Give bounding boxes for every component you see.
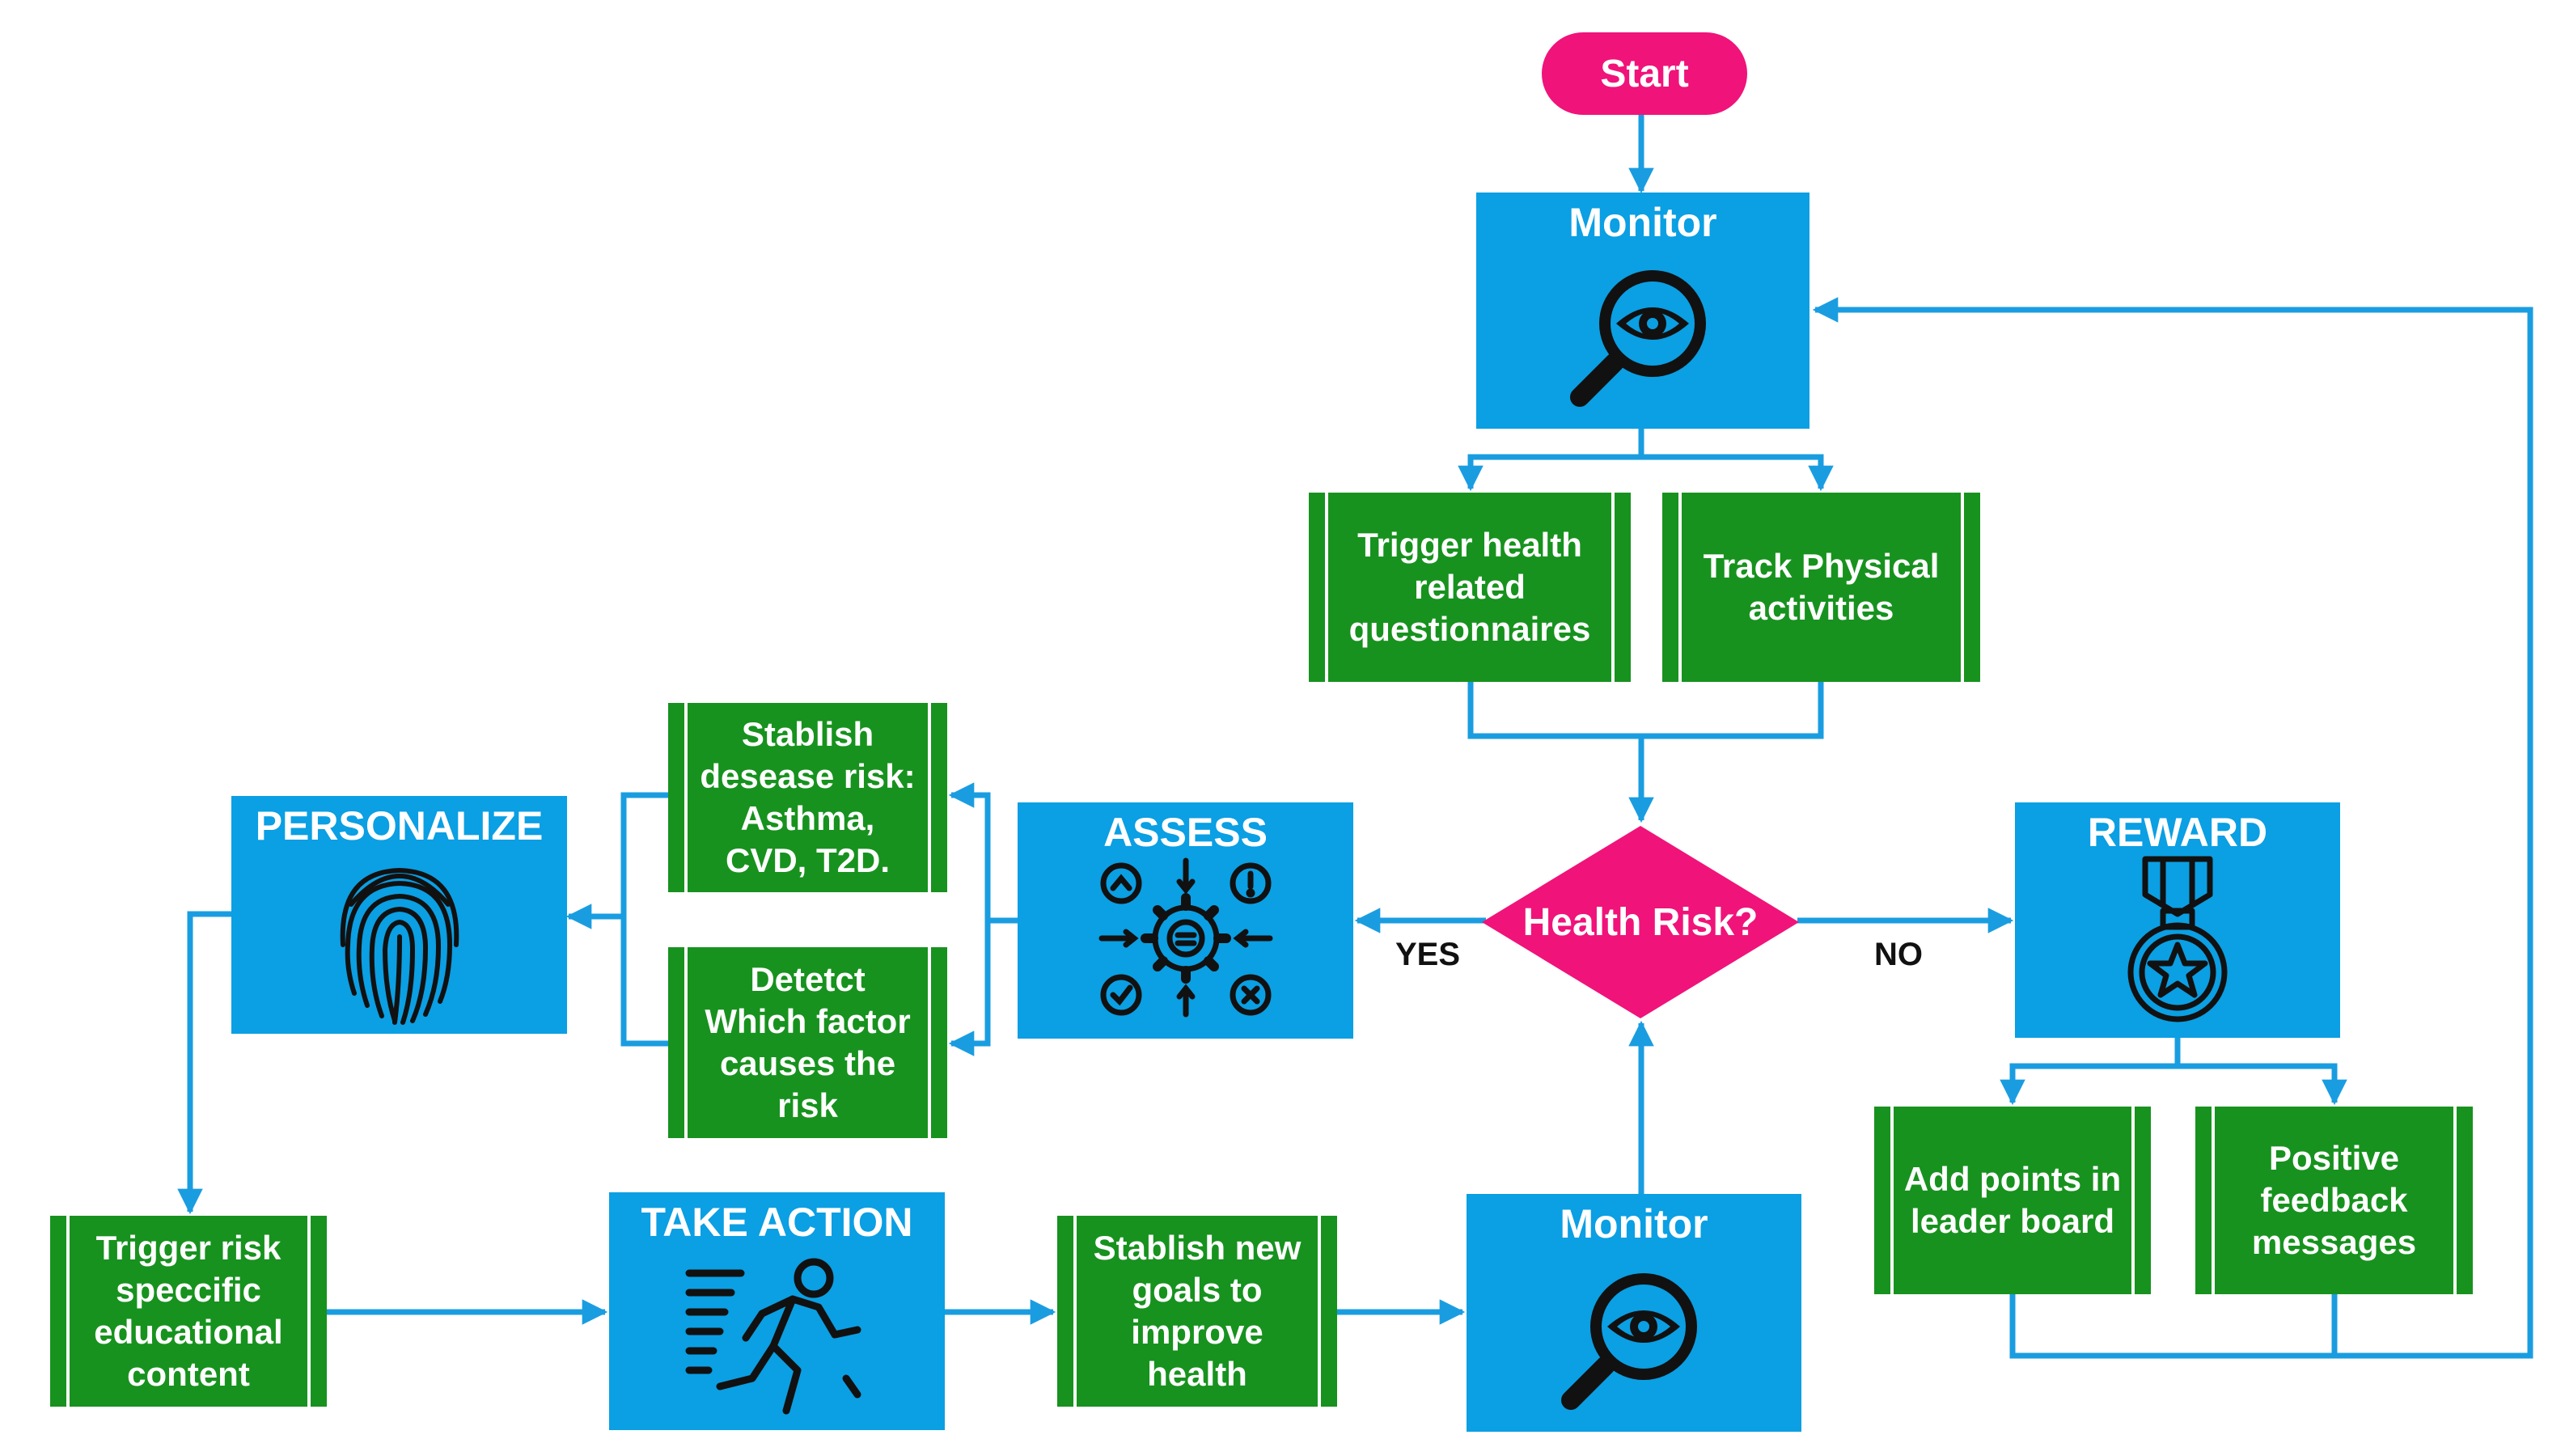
trigger-questionnaires-box: Trigger health related questionnaires xyxy=(1309,493,1631,682)
establish-risk-box: Stablish desease risk: Asthma, CVD, T2D. xyxy=(668,703,947,892)
detect-factor-box: Detetct Which factor causes the risk xyxy=(668,947,947,1138)
assess-box: ASSESS xyxy=(1018,802,1353,1039)
edge-reward-points xyxy=(2000,1038,2181,1106)
edge-tasks-merge xyxy=(1467,682,1824,739)
monitor-bottom-title: Monitor xyxy=(1560,1201,1708,1246)
monitor-bottom-box: Monitor xyxy=(1467,1194,1801,1432)
health-risk-label: Health Risk? xyxy=(1522,900,1759,944)
take-action-title: TAKE ACTION xyxy=(641,1200,913,1245)
magnifier-eye-icon xyxy=(1561,1273,1697,1410)
add-points-box: Add points in leader board xyxy=(1874,1107,2151,1294)
take-action-box: TAKE ACTION xyxy=(609,1192,945,1430)
gear-analysis-icon xyxy=(1098,857,1272,1018)
positive-feedback-box: Positive feedback messages xyxy=(2195,1107,2473,1294)
new-goals-label: Stablish new goals to improve health xyxy=(1093,1229,1302,1393)
track-activities-label: Track Physical activities xyxy=(1703,547,1940,627)
edge-assess-factor xyxy=(948,921,991,1056)
add-points-label: Add points in leader board xyxy=(1903,1160,2122,1240)
magnifier-eye-icon xyxy=(1570,270,1706,407)
edge-monitor-questionnaires xyxy=(1458,429,1644,492)
monitor-top-title: Monitor xyxy=(1568,200,1717,245)
start-terminal: Start xyxy=(1542,32,1747,115)
reward-title: REWARD xyxy=(2087,810,2268,855)
yes-label: YES xyxy=(1395,937,1461,972)
medal-icon xyxy=(2127,856,2228,1022)
reward-box: REWARD xyxy=(2015,802,2340,1038)
new-goals-box: Stablish new goals to improve health xyxy=(1057,1216,1337,1407)
edge-loop-back xyxy=(1815,310,2533,1359)
monitor-top-box: Monitor xyxy=(1476,193,1809,429)
detect-factor-label: Detetct Which factor causes the risk xyxy=(705,960,911,1124)
start-label: Start xyxy=(1600,52,1689,95)
trigger-education-box: Trigger risk speccific educational conte… xyxy=(50,1216,327,1407)
trigger-education-label: Trigger risk speccific educational conte… xyxy=(94,1229,283,1393)
establish-risk-label: Stablish desease risk: Asthma, CVD, T2D. xyxy=(700,715,916,879)
personalize-title: PERSONALIZE xyxy=(255,803,544,849)
edge-risk-personalize xyxy=(620,792,668,1047)
edge-personalize-education xyxy=(177,911,231,1215)
edge-reward-feedback xyxy=(2178,1063,2347,1106)
health-risk-diamond xyxy=(1482,826,1799,1018)
fingerprint-icon xyxy=(340,867,459,1025)
positive-feedback-label: Positive feedback messages xyxy=(2251,1139,2417,1261)
assess-title: ASSESS xyxy=(1103,810,1268,855)
personalize-box: PERSONALIZE xyxy=(231,796,567,1034)
no-label: NO xyxy=(1874,937,1923,972)
edge-assess-risk xyxy=(948,782,1018,924)
trigger-questionnaires-label: Trigger health related questionnaires xyxy=(1348,526,1591,648)
running-person-icon xyxy=(685,1258,861,1415)
edge-monitor-track xyxy=(1641,454,1834,492)
track-activities-box: Track Physical activities xyxy=(1662,493,1980,682)
